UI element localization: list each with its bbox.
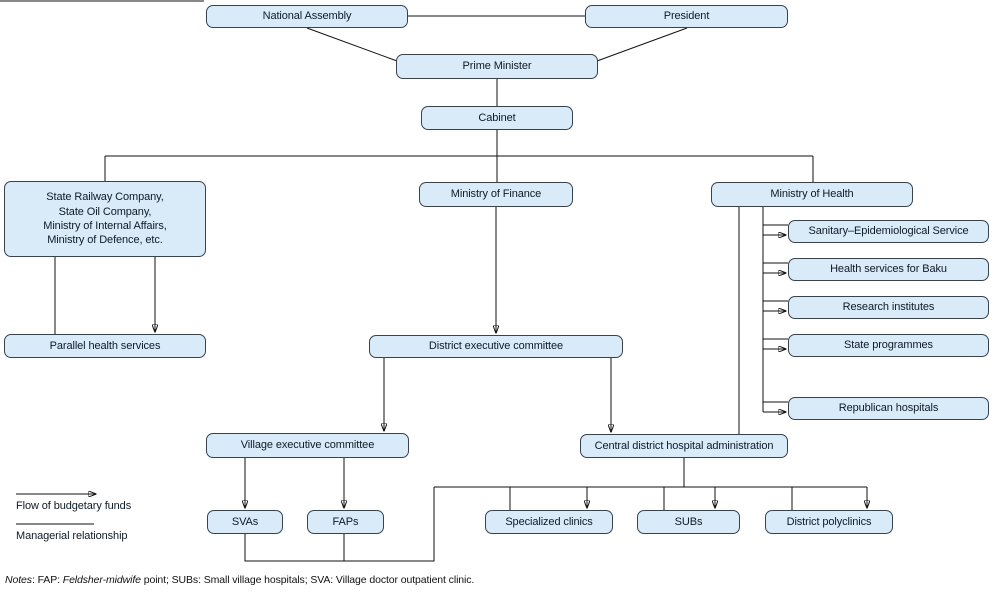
node-ministry-of-finance: Ministry of Finance: [419, 182, 573, 207]
node-president: President: [585, 5, 788, 28]
edge-president-pm: [596, 27, 688, 62]
node-parallel-group: State Railway Company, State Oil Company…: [4, 181, 206, 257]
node-svas: SVAs: [207, 510, 283, 534]
footnote-seg2: point; SUBs: Small village hospitals; SV…: [140, 574, 475, 586]
node-subs: SUBs: [637, 510, 740, 534]
budget-arrow-lines: [16, 207, 867, 508]
node-parallel-health-services: Parallel health services: [4, 334, 206, 358]
footnote-fap-term: Feldsher-midwife: [62, 574, 141, 586]
node-central-district-hospital-administration: Central district hospital administration: [580, 434, 788, 458]
footnote-seg1: : FAP:: [31, 574, 63, 586]
node-national-assembly: National Assembly: [206, 5, 408, 28]
footnote-notes-label: Notes: [5, 574, 32, 586]
node-district-polyclinics: District polyclinics: [765, 510, 893, 534]
managerial-lines: [0, 0, 867, 562]
node-faps: FAPs: [307, 510, 384, 534]
node-prime-minister: Prime Minister: [396, 54, 598, 79]
node-district-executive-committee: District executive committee: [369, 335, 623, 358]
legend-managerial-label: Managerial relationship: [16, 530, 128, 542]
node-state-programmes: State programmes: [788, 334, 989, 357]
node-sanitary-epidemiological-service: Sanitary–Epidemiological Service: [788, 220, 989, 243]
edge-assembly-pm: [306, 27, 398, 62]
node-village-executive-committee: Village executive committee: [206, 433, 409, 458]
node-ministry-of-health: Ministry of Health: [711, 182, 913, 207]
footnote: Notes: FAP: Feldsher-midwife point; SUBs…: [5, 574, 474, 586]
node-specialized-clinics: Specialized clinics: [485, 510, 613, 534]
node-health-services-for-baku: Health services for Baku: [788, 258, 989, 281]
edge-svas-loop: [244, 487, 435, 562]
node-cabinet: Cabinet: [421, 106, 573, 130]
node-research-institutes: Research institutes: [788, 296, 989, 319]
legend-budget-label: Flow of budgetary funds: [16, 500, 132, 512]
node-republican-hospitals: Republican hospitals: [788, 397, 989, 420]
